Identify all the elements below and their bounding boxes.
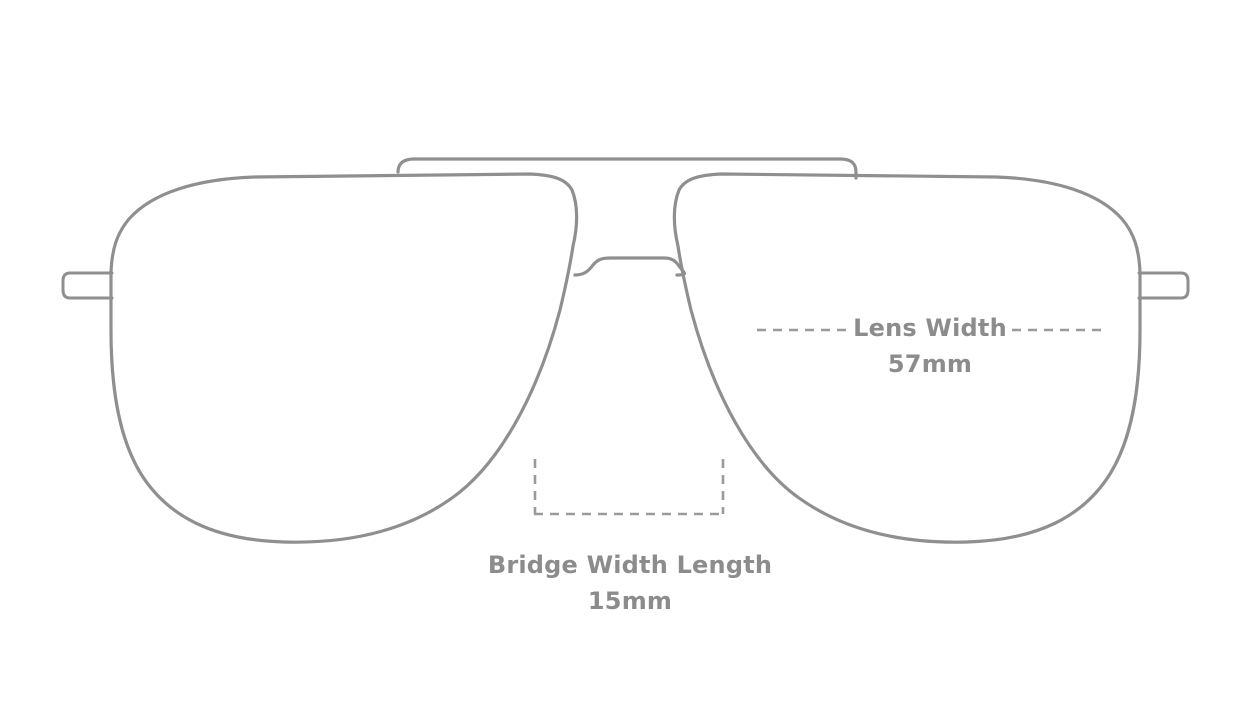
bridge-width-value: 15mm [588, 587, 672, 615]
left-temple-stub [61, 271, 114, 300]
lens-width-label: Lens Width [853, 314, 1007, 342]
nose-bridge-bar [573, 256, 686, 277]
bridge-width-label: Bridge Width Length [488, 551, 772, 579]
top-brow-bar [396, 157, 858, 180]
right-lens-outline [672, 172, 1142, 544]
left-lens-outline [109, 172, 579, 544]
right-temple-stub [1137, 271, 1190, 300]
lens-width-value: 57mm [888, 350, 972, 378]
